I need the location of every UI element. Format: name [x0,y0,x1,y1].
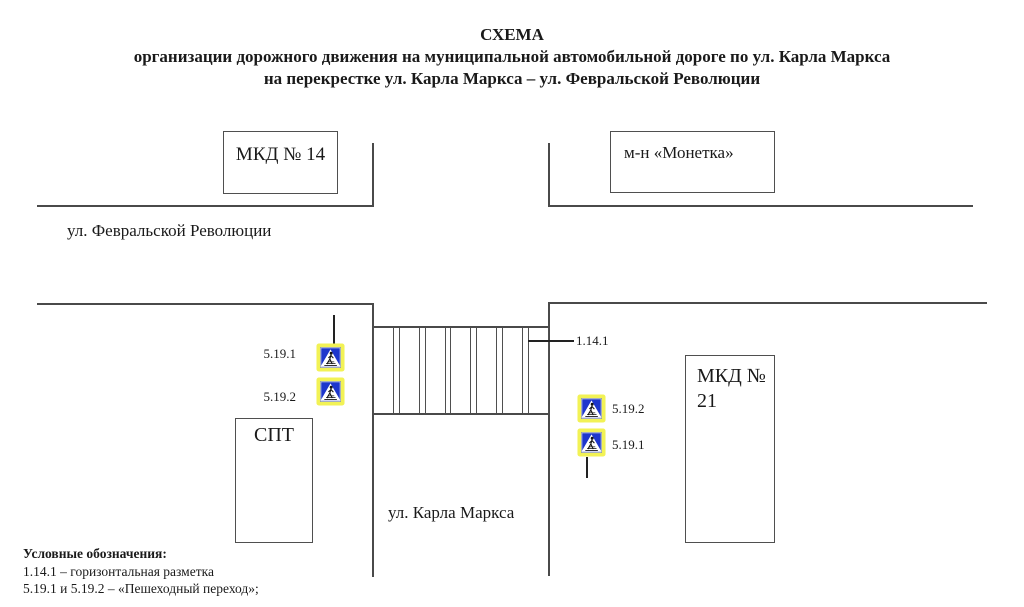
zebra-stripe [527,328,549,413]
sign-label-left-top: 5.19.1 [263,346,297,361]
zebra-stripe [502,328,524,413]
building-spt: СПТ [235,418,313,543]
road-edge-south-leg-west [372,303,374,577]
road-edge-north-leg-west [372,143,374,207]
road-edge-north-west [37,205,373,207]
pedestrian-crossing-sign-icon [316,377,345,406]
title-line-1: СХЕМА [480,25,544,44]
building-mkd-14: МКД № 14 [223,131,338,194]
sign-label-right-bottom: 5.19.1 [612,437,645,452]
zebra-crossing-marking [373,326,549,415]
legend: Условные обозначения: 1.14.1 – горизонта… [23,545,259,598]
marking-label: 1.14.1 [576,333,609,348]
zebra-stripe [424,328,446,413]
zebra-stripe [476,328,498,413]
pedestrian-crossing-sign-icon [577,428,606,457]
road-edge-north-east [549,205,973,207]
page-title: СХЕМА организации дорожного движения на … [0,24,1024,90]
legend-item-2: 5.19.1 и 5.19.2 – «Пешеходный переход»; [23,581,259,596]
zebra-stripe [450,328,472,413]
legend-heading: Условные обозначения: [23,546,167,561]
road-edge-south-west [37,303,373,305]
sign-label-right-top: 5.19.2 [612,401,645,416]
street-label-karl-marx: ул. Карла Маркса [388,503,515,522]
marking-leader-line [528,340,574,342]
title-line-3: на перекрестке ул. Карла Маркса – ул. Фе… [263,69,761,88]
sign-pole-right [586,457,588,478]
legend-item-1: 1.14.1 – горизонтальная разметка [23,563,214,579]
sign-label-left-bottom: 5.19.2 [263,389,297,404]
road-edge-north-leg-east [548,143,550,207]
pedestrian-crossing-sign-icon [577,394,606,423]
road-edge-south-leg-east [548,302,550,576]
building-monetka-store: м-н «Монетка» [610,131,775,193]
street-label-february-revolution: ул. Февральской Революции [67,221,272,240]
building-mkd-21: МКД № 21 [685,355,775,543]
road-edge-south-east [549,302,987,304]
title-line-2: организации дорожного движения на муници… [133,47,891,66]
zebra-stripe [373,328,394,413]
sign-pole-left [333,315,335,344]
zebra-stripe [398,328,420,413]
pedestrian-crossing-sign-icon [316,343,345,372]
